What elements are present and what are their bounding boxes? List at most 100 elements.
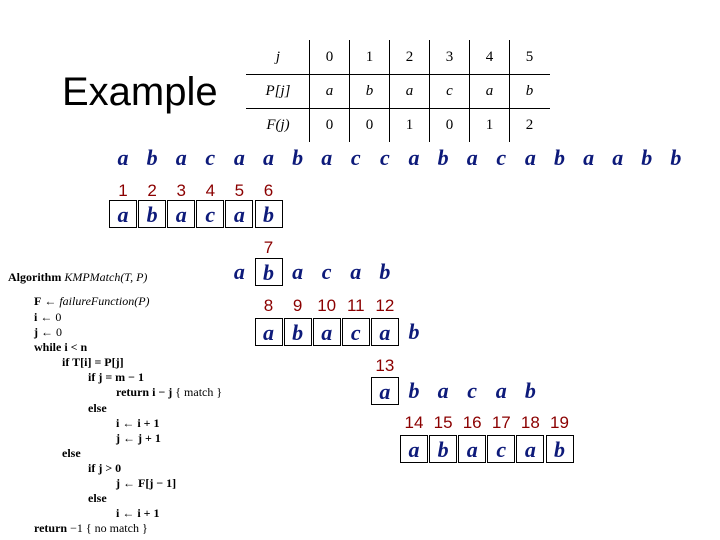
text-char: a xyxy=(612,145,624,170)
comparison-number: 15 xyxy=(433,413,453,432)
pattern-char: b xyxy=(545,435,574,463)
text-char: b xyxy=(437,145,449,170)
pattern-char: a xyxy=(350,259,362,284)
algorithm-line: j ← F[j − 1] xyxy=(116,476,177,490)
algorithm-line: i ← 0 xyxy=(34,310,62,324)
pattern-cell: a xyxy=(469,74,510,109)
pattern-char: c xyxy=(341,318,370,346)
comparison-number: 3 xyxy=(176,181,186,200)
text-char: a xyxy=(175,145,187,170)
index-cell: 4 xyxy=(469,40,510,75)
pattern-char: b xyxy=(254,258,283,286)
text-char: b xyxy=(554,145,565,170)
pattern-cell: a xyxy=(389,74,430,109)
text-char: b xyxy=(641,145,653,170)
pattern-char: b xyxy=(429,435,458,463)
text-char: c xyxy=(380,145,390,170)
index-cell: 2 xyxy=(389,40,430,75)
comparison-number: 7 xyxy=(263,238,274,257)
algorithm-line: if j = m − 1 xyxy=(88,370,144,384)
index-header: j xyxy=(246,40,310,75)
pattern-row: P[j] a b a c a b xyxy=(246,74,550,109)
pattern-char: c xyxy=(467,378,478,403)
comparison-number: 11 xyxy=(346,296,365,315)
text-char: b xyxy=(146,145,158,170)
algorithm-line: j ← j + 1 xyxy=(116,431,161,445)
pattern-cell: b xyxy=(509,74,550,109)
failure-cell: 1 xyxy=(389,108,430,143)
comparison-number: 14 xyxy=(404,413,424,432)
text-char: b xyxy=(670,145,682,170)
failure-cell: 2 xyxy=(509,108,550,143)
index-row: j 0 1 2 3 4 5 xyxy=(246,40,550,75)
pattern-char: a xyxy=(400,435,428,463)
pattern-char: b xyxy=(408,378,420,403)
text-char: c xyxy=(496,145,507,170)
comparison-number: 18 xyxy=(520,413,540,432)
pattern-cell: c xyxy=(429,74,470,109)
comparison-number: 6 xyxy=(263,181,274,200)
pattern-char: b xyxy=(138,200,167,228)
index-cell: 0 xyxy=(309,40,350,75)
pattern-char: a xyxy=(370,377,399,405)
failure-function-table: j 0 1 2 3 4 5 P[j] a b a c a b F(j) 0 0 … xyxy=(246,40,550,143)
text-char: a xyxy=(263,145,274,170)
pattern-char: a xyxy=(370,318,399,346)
comparison-number: 4 xyxy=(205,181,216,200)
comparison-number: 17 xyxy=(491,413,511,432)
pattern-cell: a xyxy=(309,74,350,109)
algorithm-line: return i − j { match } xyxy=(116,385,223,399)
pattern-char: a xyxy=(109,200,137,228)
text-char: a xyxy=(466,145,478,170)
algorithm-line: if j > 0 xyxy=(88,461,122,475)
failure-cell: 0 xyxy=(309,108,350,143)
failure-cell: 0 xyxy=(349,108,390,143)
pattern-char: a xyxy=(437,378,449,403)
algorithm-line: else xyxy=(88,401,107,415)
index-cell: 5 xyxy=(509,40,550,75)
index-cell: 1 xyxy=(349,40,390,75)
pattern-char: b xyxy=(524,378,536,403)
failure-row: F(j) 0 0 1 0 1 2 xyxy=(246,108,550,143)
algorithm-line: while i < n xyxy=(34,340,88,354)
comparison-number: 8 xyxy=(263,296,274,315)
algorithm-line: F ← failureFunction(P) xyxy=(34,294,150,308)
pattern-char: b xyxy=(254,200,283,228)
pattern-header: P[j] xyxy=(246,74,310,109)
algorithm-line: return −1 { no match } xyxy=(34,521,148,535)
failure-cell: 0 xyxy=(429,108,470,143)
pattern-char: a xyxy=(225,200,254,228)
failure-cell: 1 xyxy=(469,108,510,143)
comparison-number: 16 xyxy=(462,413,482,432)
text-char: c xyxy=(205,145,216,170)
text-char: c xyxy=(350,145,361,170)
pattern-char: a xyxy=(458,435,487,463)
algorithm-line: else xyxy=(88,491,107,505)
text-char: a xyxy=(408,145,420,170)
pattern-cell: b xyxy=(349,74,390,109)
comparison-number: 13 xyxy=(375,356,395,375)
slide-title: Example xyxy=(62,70,218,114)
pattern-char: a xyxy=(167,200,196,228)
text-char: a xyxy=(233,145,245,170)
pattern-char: b xyxy=(408,319,420,344)
text-char: a xyxy=(117,145,129,170)
algorithm-line: i ← i + 1 xyxy=(116,506,160,520)
comparison-number: 9 xyxy=(292,296,303,315)
failure-header: F(j) xyxy=(246,108,310,143)
algorithm-line: else xyxy=(62,446,81,460)
text-char: a xyxy=(583,145,595,170)
index-cell: 3 xyxy=(429,40,470,75)
text-char: a xyxy=(524,145,536,170)
algorithm-line: if T[i] = P[j] xyxy=(62,355,124,369)
comparison-number: 12 xyxy=(375,296,395,315)
algorithm-line: j ← 0 xyxy=(34,325,62,339)
pattern-char: b xyxy=(283,318,312,346)
text-char: a xyxy=(321,145,333,170)
pattern-char: a xyxy=(312,318,341,346)
pattern-char: a xyxy=(292,259,304,284)
pattern-char: c xyxy=(321,259,332,284)
pattern-char: a xyxy=(495,378,507,403)
pattern-char: a xyxy=(233,259,245,284)
comparison-number: 1 xyxy=(118,181,128,200)
